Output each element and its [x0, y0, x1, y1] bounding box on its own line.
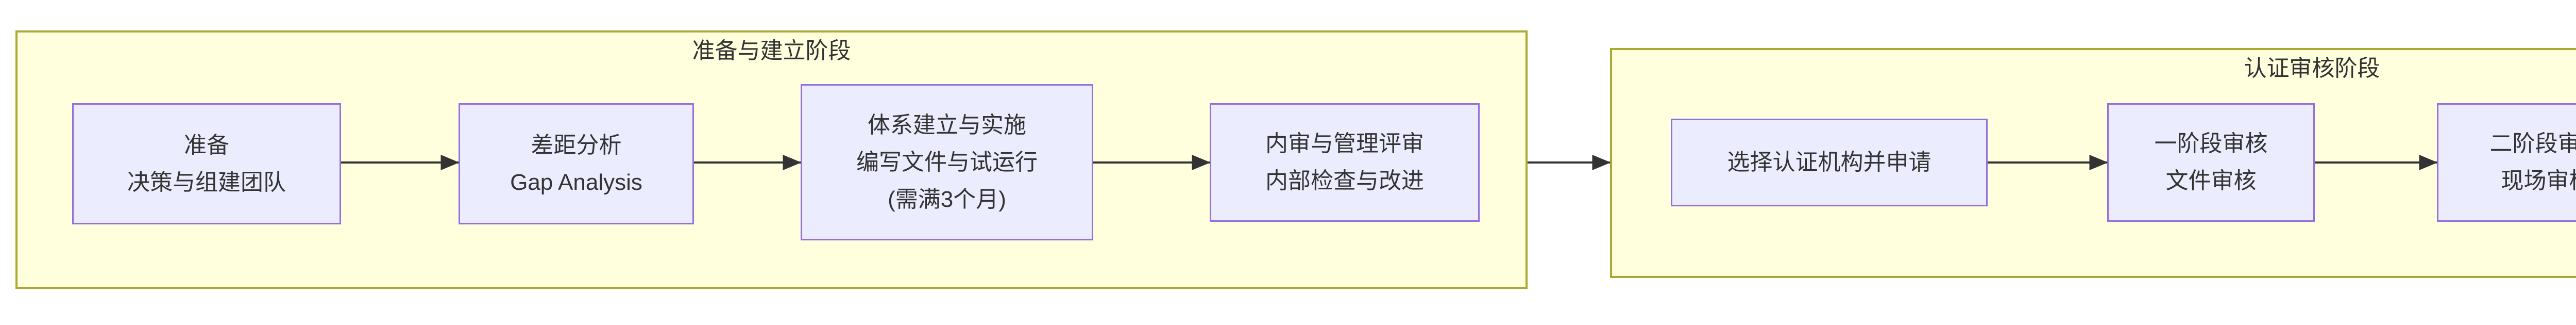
phase-certification-audit-title: 认证审核阶段 — [2244, 56, 2380, 81]
node-line: 编写文件与试运行 — [856, 149, 1038, 175]
node-stage1-audit: 一阶段审核 文件审核 — [2107, 103, 2315, 222]
node-line: Gap Analysis — [510, 169, 642, 195]
node-line: 内审与管理评审 — [1265, 131, 1424, 156]
node-line: 二阶段审核 — [2489, 131, 2576, 156]
phase-preparation-title: 准备与建立阶段 — [692, 38, 851, 63]
node-preparation-team: 准备 决策与组建团队 — [72, 103, 341, 224]
node-stage2-audit: 二阶段审核 现场审核 — [2437, 103, 2576, 222]
node-line: 现场审核 — [2501, 168, 2576, 193]
node-line: 一阶段审核 — [2154, 131, 2268, 156]
node-line: 决策与组建团队 — [127, 169, 286, 195]
node-line: 准备 — [184, 132, 229, 158]
node-line: 文件审核 — [2165, 168, 2257, 193]
node-internal-audit: 内审与管理评审 内部检查与改进 — [1210, 103, 1480, 222]
node-gap-analysis: 差距分析 Gap Analysis — [459, 103, 694, 224]
node-line: 体系建立与实施 — [868, 112, 1026, 138]
node-line: 选择认证机构并申请 — [1727, 150, 1931, 175]
node-select-body-apply: 选择认证机构并申请 — [1671, 119, 1988, 206]
node-system-implementation: 体系建立与实施 编写文件与试运行 (需满3个月) — [801, 84, 1093, 240]
node-line: 内部检查与改进 — [1265, 168, 1424, 193]
node-line: (需满3个月) — [888, 186, 1006, 212]
node-line: 差距分析 — [531, 132, 622, 158]
